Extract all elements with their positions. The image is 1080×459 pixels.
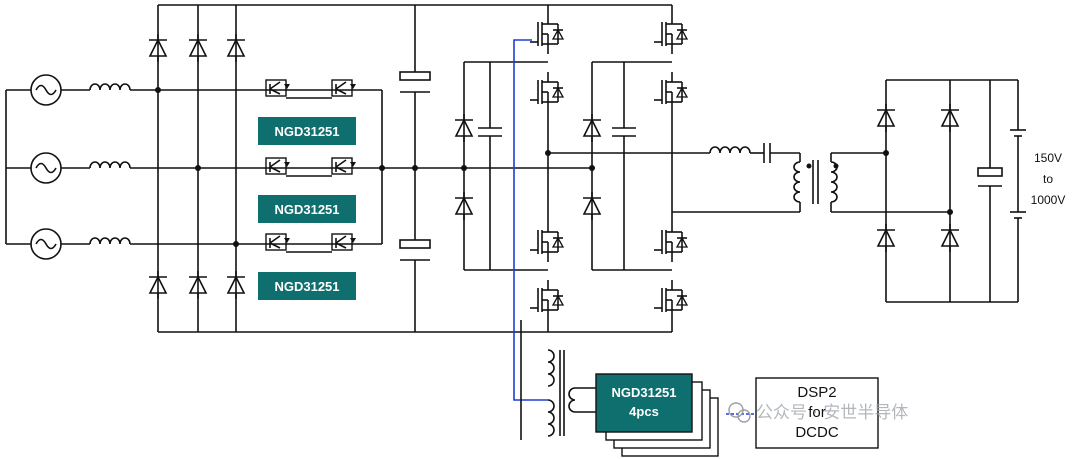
rectifier-junction-dots [155, 87, 239, 247]
gate-signal-wire [513, 39, 548, 440]
wechat-icon [728, 402, 751, 423]
driver-box-2: NGD31251 [258, 195, 356, 223]
main-transformer [793, 152, 950, 213]
clamp-diodes-leg1 [454, 61, 548, 271]
bidirectional-switch-b [265, 157, 357, 177]
lower-diodes [148, 270, 246, 300]
upper-diodes [148, 33, 246, 63]
voltage-min: 150V [1034, 151, 1062, 165]
mosfet-leg2 [548, 4, 688, 333]
dsp-line3: DCDC [795, 424, 838, 441]
watermark: 公众号 · 安世半导体 [728, 402, 908, 423]
clamp-diodes-leg2 [548, 61, 672, 271]
ac-neutral-wiring [5, 89, 31, 245]
isolated-driver-label: NGD31251 [611, 385, 676, 400]
ac-source-phase-a [30, 74, 62, 106]
dsp-controller-box: DSP2 for DCDC [755, 377, 879, 449]
driver-box-3: NGD31251 [258, 272, 356, 300]
ac-source-phase-b [30, 152, 62, 184]
watermark-text: 公众号 · 安世半导体 [756, 403, 908, 423]
resonant-tank [548, 143, 800, 213]
gate-drive-transformer [547, 349, 600, 437]
input-inductor-a [61, 83, 382, 91]
bidirectional-switch-c [265, 233, 357, 253]
voltage-max: 1000V [1031, 193, 1066, 207]
driver-box-1: NGD31251 [258, 117, 356, 145]
input-inductor-c [61, 237, 382, 245]
ac-source-phase-c [30, 228, 62, 260]
dsp-line2: for [808, 404, 826, 421]
dc-link-capacitors [399, 5, 431, 332]
driver-label-3: NGD31251 [274, 279, 339, 294]
driver-label-2: NGD31251 [274, 202, 339, 217]
voltage-to: to [1043, 172, 1053, 186]
driver-label-1: NGD31251 [274, 124, 339, 139]
output-voltage-label: 150V to 1000V [1031, 151, 1066, 207]
dsp-line1: DSP2 [797, 384, 836, 401]
output-battery [1010, 80, 1026, 302]
switch-neutral-bus [379, 90, 385, 244]
bidirectional-switch-a [265, 79, 357, 99]
isolated-driver-stack: NGD31251 4pcs [595, 373, 719, 457]
mosfet-leg1 [529, 5, 564, 332]
input-inductor-b [61, 161, 548, 169]
isolated-driver-count: 4pcs [629, 404, 659, 419]
output-rectifier [876, 79, 1018, 303]
